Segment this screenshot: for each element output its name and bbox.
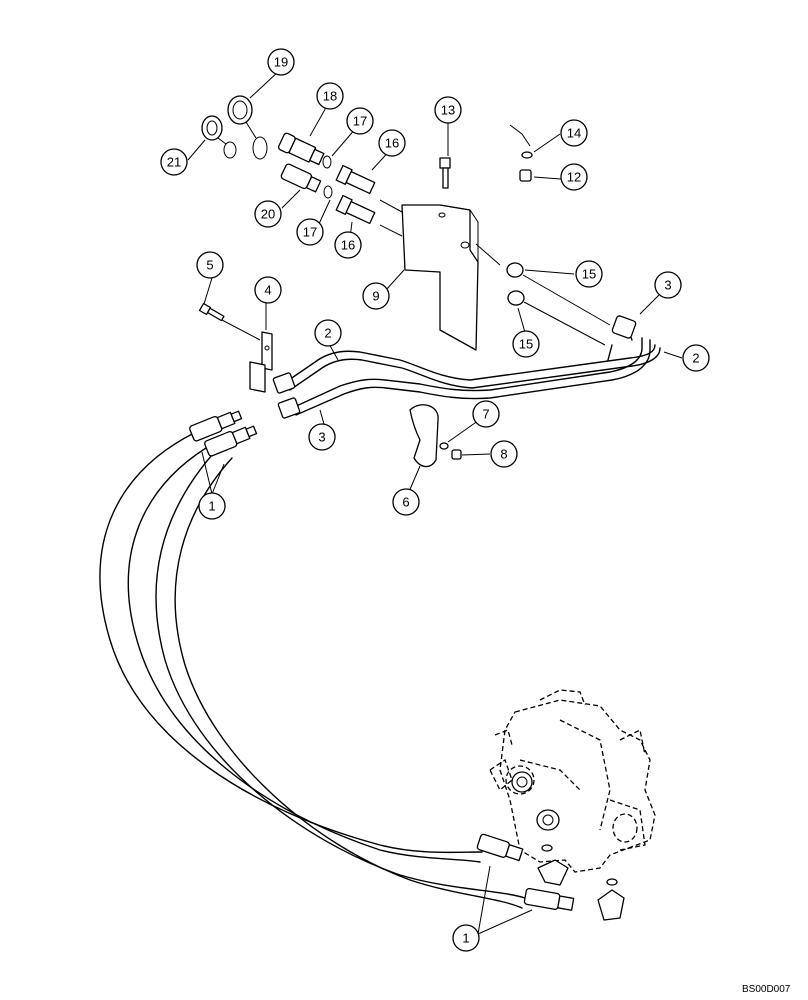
callout-1-upper-label: 1 bbox=[208, 499, 215, 514]
callout-17-lower-label: 17 bbox=[303, 225, 317, 240]
callout-13: 13 bbox=[434, 96, 462, 124]
mounting-bracket bbox=[401, 204, 501, 351]
callout-8-label: 8 bbox=[500, 447, 507, 462]
callout-14-label: 14 bbox=[567, 126, 581, 141]
callout-4: 4 bbox=[254, 276, 282, 304]
callout-16-lower: 16 bbox=[334, 231, 362, 259]
callout-4-label: 4 bbox=[264, 283, 271, 298]
callout-12: 12 bbox=[560, 163, 588, 191]
callout-8: 8 bbox=[490, 440, 518, 468]
callout-7: 7 bbox=[472, 400, 500, 428]
callout-12-label: 12 bbox=[567, 170, 581, 185]
callout-5: 5 bbox=[196, 251, 224, 279]
callout-13-label: 13 bbox=[441, 103, 455, 118]
callout-17-upper: 17 bbox=[346, 107, 374, 135]
steel-tubes bbox=[272, 315, 661, 419]
callout-9: 9 bbox=[362, 282, 390, 310]
callout-15-lower-label: 15 bbox=[519, 337, 533, 352]
callout-6: 6 bbox=[392, 488, 420, 516]
clamp-parts bbox=[198, 302, 462, 468]
callout-19-label: 19 bbox=[274, 55, 288, 70]
callout-19: 19 bbox=[267, 48, 295, 76]
dust-caps bbox=[201, 95, 268, 160]
callout-17-lower: 17 bbox=[296, 218, 324, 246]
fasteners bbox=[439, 151, 611, 346]
callout-7-label: 7 bbox=[482, 407, 489, 422]
callout-1-lower: 1 bbox=[452, 924, 480, 952]
callout-15-lower: 15 bbox=[512, 330, 540, 358]
callout-14: 14 bbox=[560, 119, 588, 147]
callout-16-upper-label: 16 bbox=[385, 136, 399, 151]
callout-15-upper: 15 bbox=[575, 260, 603, 288]
callout-9-label: 9 bbox=[372, 289, 379, 304]
callout-1-lower-label: 1 bbox=[462, 931, 469, 946]
callout-2-right-label: 2 bbox=[692, 351, 699, 366]
callout-18-label: 18 bbox=[323, 89, 337, 104]
callout-2-left: 2 bbox=[314, 319, 342, 347]
callout-20-label: 20 bbox=[261, 207, 275, 222]
callout-16-upper: 16 bbox=[378, 129, 406, 157]
callout-5-label: 5 bbox=[206, 258, 213, 273]
drawing-reference: BS00D007 bbox=[742, 984, 791, 995]
callout-20: 20 bbox=[254, 200, 282, 228]
callout-21: 21 bbox=[160, 148, 188, 176]
callout-17-upper-label: 17 bbox=[353, 114, 367, 129]
hydraulic-hoses bbox=[99, 431, 526, 909]
callout-15-upper-label: 15 bbox=[582, 267, 596, 282]
fittings-upper bbox=[277, 132, 403, 237]
callout-3-right-label: 3 bbox=[664, 278, 671, 293]
callout-6-label: 6 bbox=[402, 495, 409, 510]
callout-16-lower-label: 16 bbox=[341, 238, 355, 253]
control-valve-assembly bbox=[489, 689, 656, 873]
leader-lines bbox=[187, 69, 683, 935]
callout-18: 18 bbox=[316, 82, 344, 110]
callout-21-label: 21 bbox=[167, 155, 181, 170]
callout-3-right: 3 bbox=[654, 271, 682, 299]
callout-3-left-label: 3 bbox=[318, 430, 325, 445]
quick-coupler-pair-lower bbox=[476, 833, 625, 921]
callout-3-left: 3 bbox=[308, 423, 336, 451]
callout-2-right: 2 bbox=[682, 344, 710, 372]
callout-1-upper: 1 bbox=[198, 492, 226, 520]
callout-2-left-label: 2 bbox=[324, 326, 331, 341]
quick-coupler-pair-upper bbox=[189, 410, 258, 457]
